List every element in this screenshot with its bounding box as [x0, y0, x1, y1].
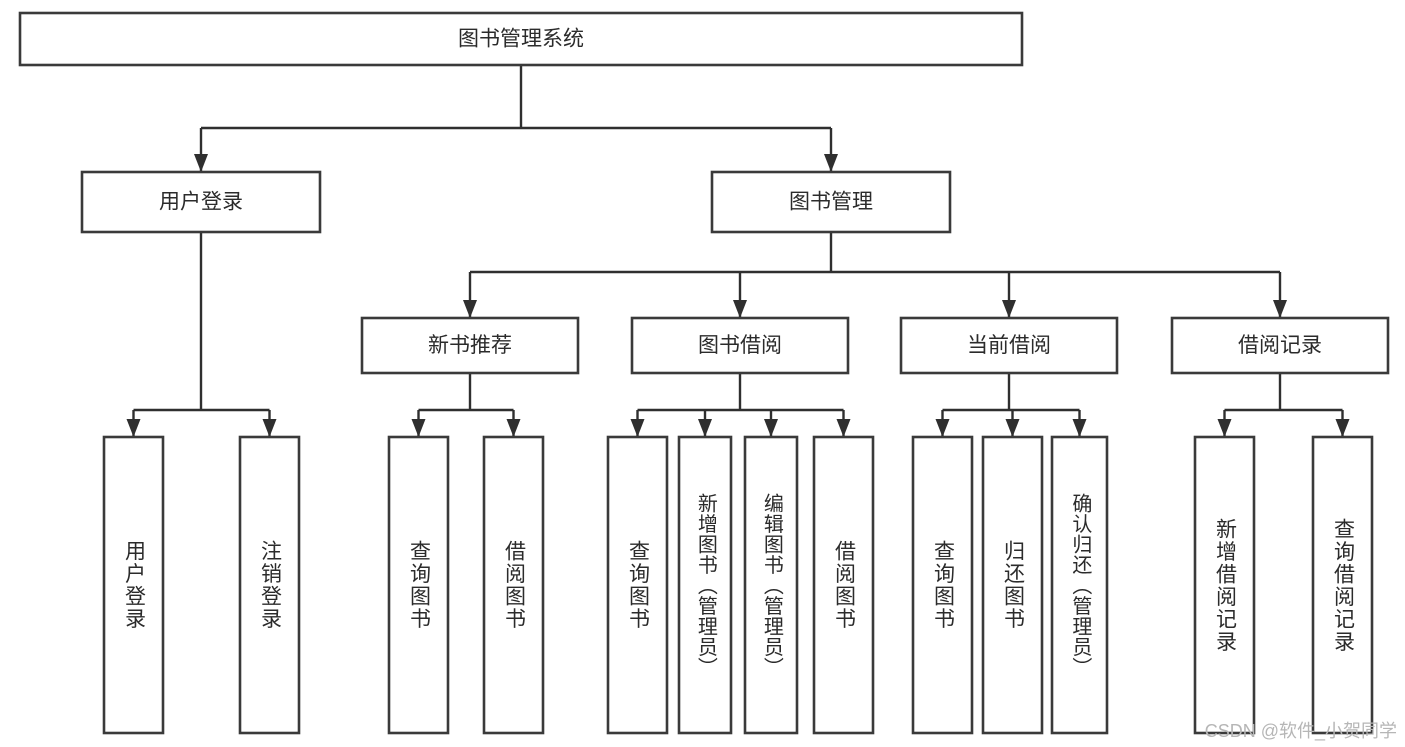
node-borrow-record[interactable]	[1170, 316, 1390, 375]
nodes-layer	[18, 11, 1390, 735]
node-leaf-return-book[interactable]	[981, 435, 1044, 735]
arrow-head-icon	[733, 300, 747, 318]
node-user-login[interactable]	[80, 170, 322, 234]
node-leaf-add-book[interactable]	[677, 435, 733, 735]
arrow-head-icon	[506, 419, 521, 437]
node-label: 图书借阅	[698, 334, 782, 357]
arrow-head-icon	[1072, 419, 1087, 437]
watermark-text: CSDN @软件_小贺同学	[1204, 721, 1397, 741]
arrow-head-icon	[836, 419, 851, 437]
node-leaf-query-book-3[interactable]	[911, 435, 974, 735]
node-label: 图书管理系统	[458, 28, 584, 51]
arrow-head-icon	[1273, 300, 1287, 318]
node-label: 用户登录	[159, 191, 243, 214]
node-label: 当前借阅	[967, 334, 1051, 357]
arrow-head-icon	[630, 419, 645, 437]
node-leaf-borrow-book-2[interactable]	[812, 435, 875, 735]
arrow-head-icon	[764, 419, 778, 437]
node-leaf-borrow-book-1[interactable]	[482, 435, 545, 735]
arrow-head-icon	[1002, 300, 1016, 318]
node-label: 借阅记录	[1238, 334, 1322, 357]
node-book-borrow[interactable]	[630, 316, 850, 375]
arrow-head-icon	[194, 154, 208, 172]
node-new-book-recommend[interactable]	[360, 316, 580, 375]
node-root[interactable]	[18, 11, 1024, 67]
arrow-head-icon	[126, 419, 141, 437]
node-current-borrow[interactable]	[899, 316, 1119, 375]
arrow-head-icon	[824, 154, 838, 172]
node-leaf-query-book-2[interactable]	[606, 435, 669, 735]
node-leaf-query-record[interactable]	[1311, 435, 1374, 735]
node-leaf-user-logout[interactable]	[238, 435, 301, 735]
arrow-head-icon	[411, 419, 426, 437]
arrow-head-icon	[698, 419, 712, 437]
node-label: 图书管理	[789, 191, 873, 214]
arrow-head-icon	[935, 419, 950, 437]
node-leaf-add-record[interactable]	[1193, 435, 1256, 735]
arrow-head-icon	[1005, 419, 1020, 437]
node-label: 新书推荐	[428, 334, 512, 357]
arrow-head-icon	[1217, 419, 1232, 437]
arrow-head-icon	[1335, 419, 1350, 437]
edges-layer	[126, 65, 1350, 437]
node-leaf-confirm-return[interactable]	[1050, 435, 1109, 735]
node-leaf-query-book-1[interactable]	[387, 435, 450, 735]
node-leaf-user-login[interactable]	[102, 435, 165, 735]
node-book-manage[interactable]	[710, 170, 952, 234]
arrow-head-icon	[463, 300, 477, 318]
node-leaf-edit-book[interactable]	[743, 435, 799, 735]
arrow-head-icon	[262, 419, 277, 437]
